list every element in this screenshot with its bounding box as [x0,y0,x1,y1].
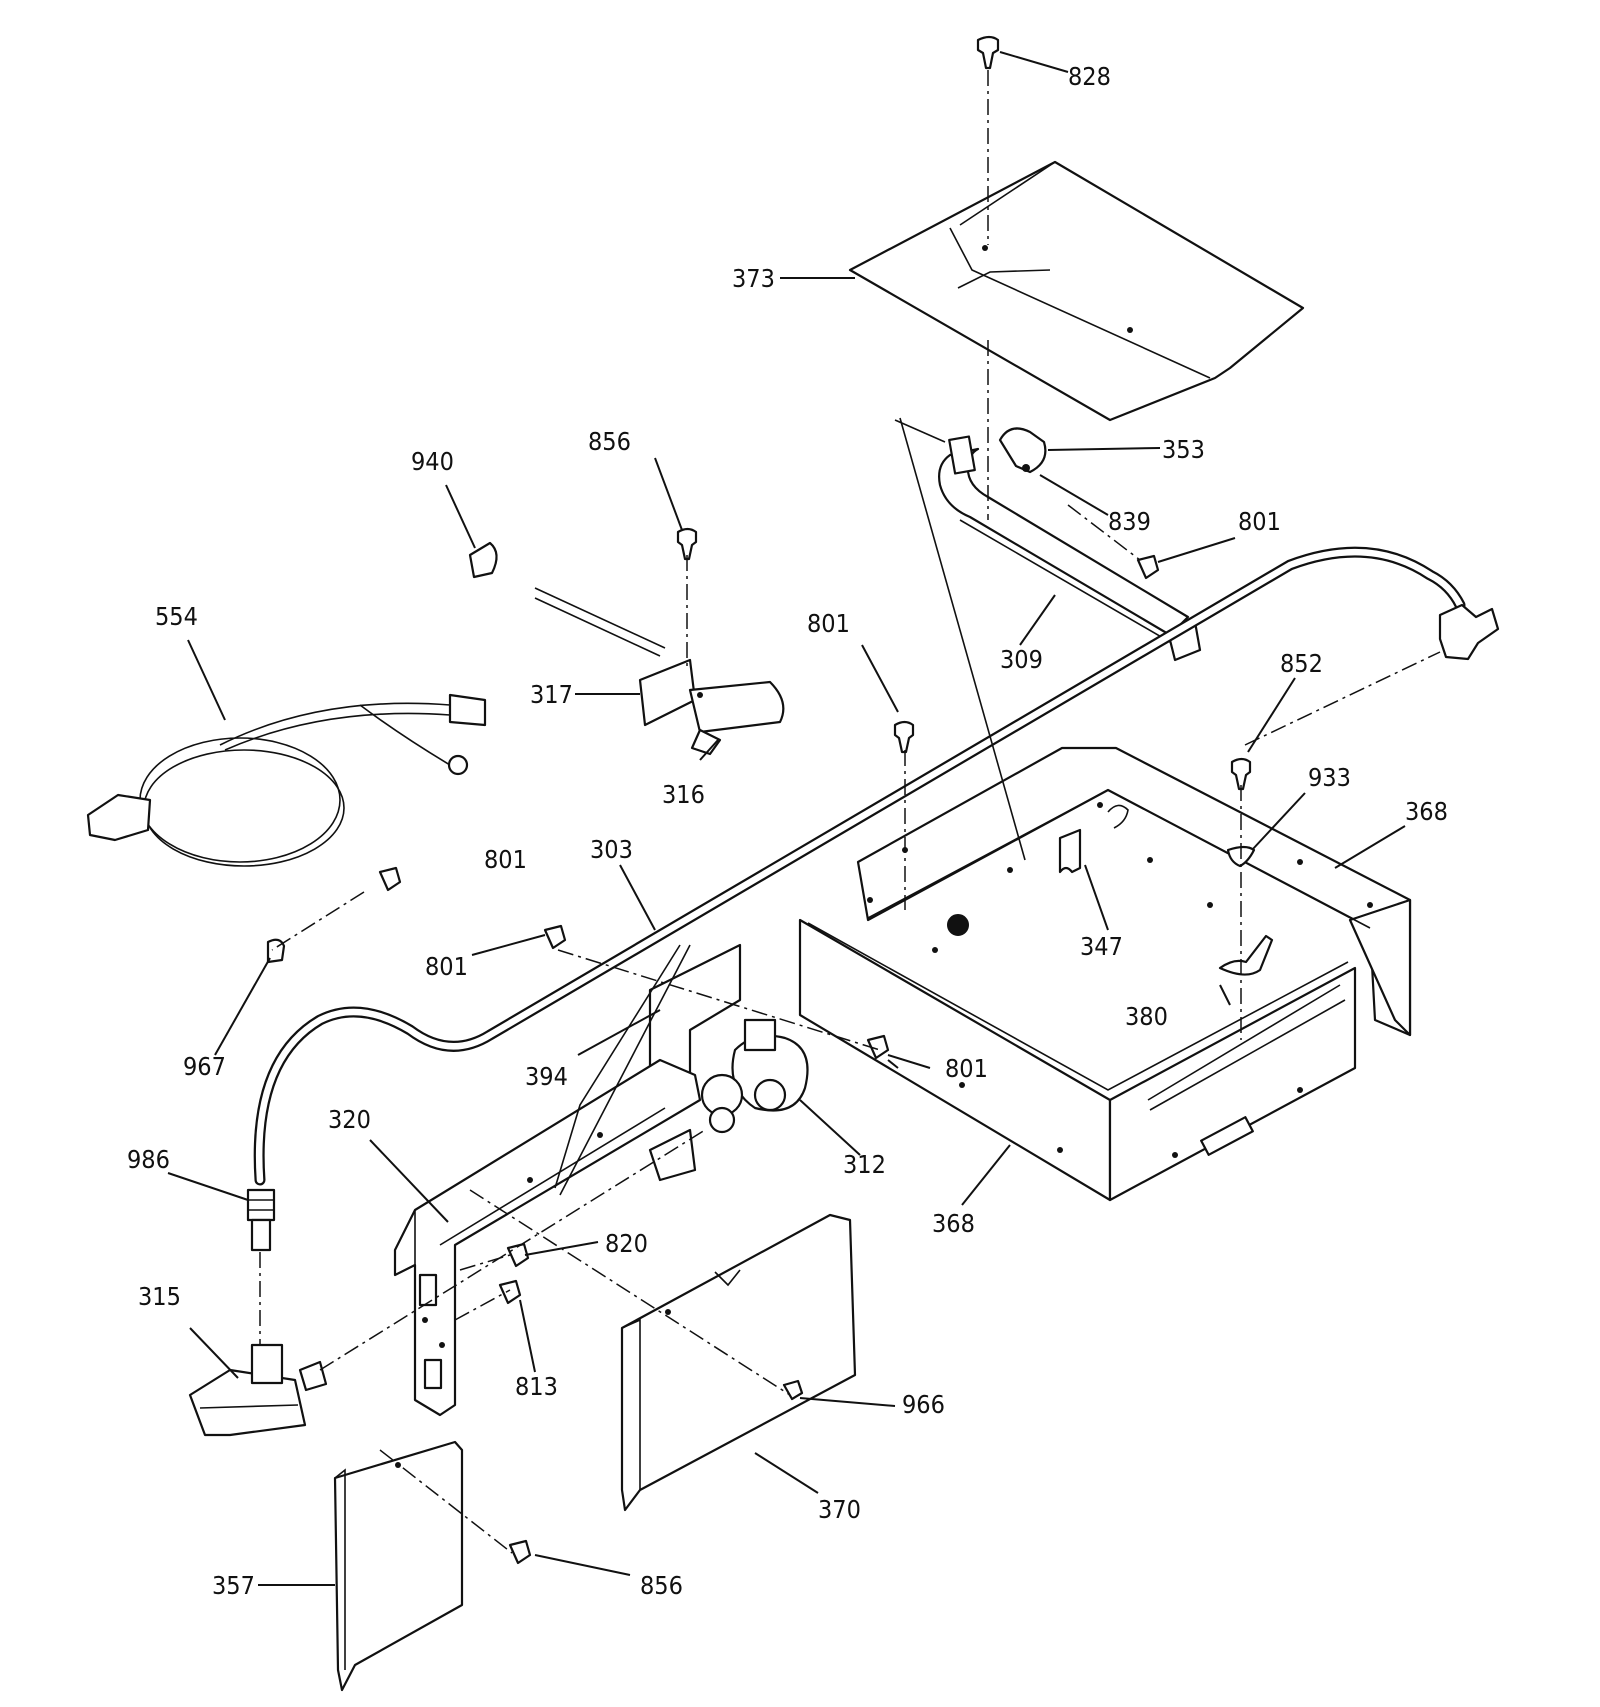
callout-368: 368 [932,1209,975,1238]
callout-317: 317 [530,680,573,709]
callout-801: 801 [484,845,527,874]
callout-801: 801 [1238,507,1281,536]
callout-303: 303 [590,835,633,864]
callout-820: 820 [605,1229,648,1258]
wire-nut-940 [468,541,498,579]
callout-933: 933 [1308,763,1351,792]
cord-554 [86,693,487,867]
callout-368: 368 [1405,797,1448,826]
callout-353: 353 [1162,435,1205,464]
callout-966: 966 [902,1390,945,1419]
shield-373 [848,160,1305,422]
callout-373: 373 [732,264,775,293]
valve-315 [188,1343,328,1437]
callout-801: 801 [425,952,468,981]
callout-801: 801 [945,1054,988,1083]
callout-309: 309 [1000,645,1043,674]
burner-309 [938,427,1202,662]
callout-856: 856 [640,1571,683,1600]
callout-347: 347 [1080,932,1123,961]
callout-315: 315 [138,1282,181,1311]
callout-852: 852 [1280,649,1323,678]
screws [378,35,1252,1565]
valve-312 [700,1018,809,1134]
leader-lines [167,51,1406,1586]
callout-380: 380 [1125,1002,1168,1031]
callout-813: 813 [515,1372,558,1401]
igniter-316 [534,587,785,756]
callout-967: 967 [183,1052,226,1081]
manifold-bracket-320 [393,1058,702,1417]
assembly-lines [259,70,1441,1554]
callout-801: 801 [807,609,850,638]
callout-940: 940 [411,447,454,476]
callout-labels: 828 373 353 839 801 309 856 940 554 317 … [127,62,1448,1600]
elbow-fitting [1438,603,1500,661]
callout-316: 316 [662,780,705,809]
callout-357: 357 [212,1571,255,1600]
box-368 [798,746,1412,1202]
callout-554: 554 [155,602,198,631]
callout-856: 856 [588,427,631,456]
callout-394: 394 [525,1062,568,1091]
panel-357 [333,1440,464,1692]
gas-tube-303 [253,546,1466,1186]
callout-828: 828 [1068,62,1111,91]
fitting-986 [246,1188,276,1252]
callout-839: 839 [1108,507,1151,536]
callout-320: 320 [328,1105,371,1134]
bracket-380 [1218,934,1274,976]
clip-347 [1058,804,1129,874]
callout-312: 312 [843,1150,886,1179]
callout-986: 986 [127,1145,170,1174]
callout-370: 370 [818,1495,861,1524]
